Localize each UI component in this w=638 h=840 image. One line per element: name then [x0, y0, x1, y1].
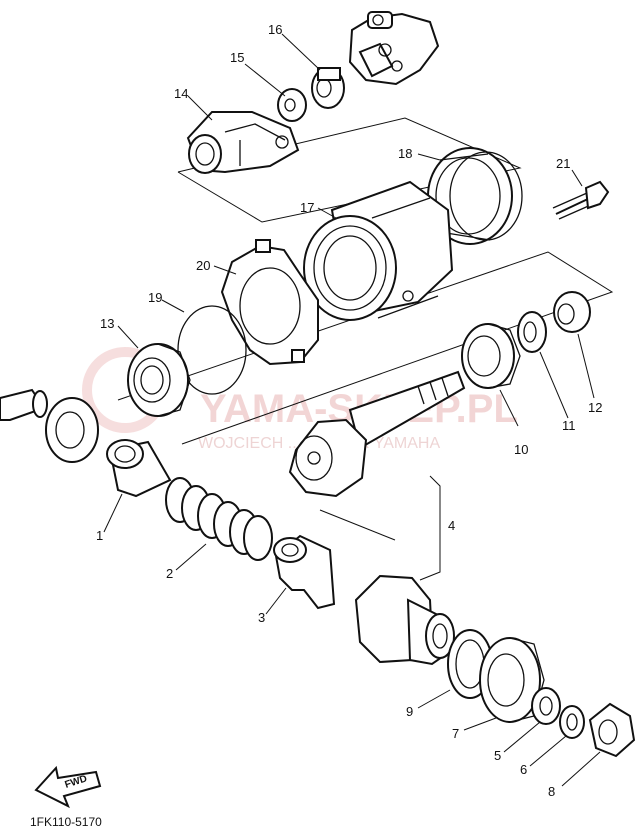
- collar-1: [106, 439, 172, 498]
- o-ring-19: [177, 305, 247, 395]
- label-part-12: 12: [588, 400, 602, 415]
- washer-11: [517, 311, 547, 353]
- label-part-1: 1: [96, 528, 103, 543]
- shaft-fragment: [0, 388, 48, 421]
- plate-20: [220, 239, 319, 366]
- part-number-labels: 1 2 3 4 5 6 7 8 9 10 11 12 13 14 15 16 1…: [96, 22, 602, 799]
- label-part-9: 9: [406, 704, 413, 719]
- bearing-housing-17: [303, 180, 454, 321]
- label-part-16: 16: [268, 22, 282, 37]
- bearing-7: [479, 637, 545, 723]
- flange-nut-16: [311, 67, 345, 109]
- bearing-13: [127, 343, 191, 417]
- lock-washer-6: [559, 705, 585, 739]
- label-part-13: 13: [100, 316, 114, 331]
- spring-2: [165, 477, 273, 561]
- label-part-5: 5: [494, 748, 501, 763]
- drive-gear: [354, 574, 460, 666]
- nut-8: [588, 702, 636, 758]
- oil-seal: [45, 397, 99, 463]
- group-outline-gear: [319, 509, 396, 541]
- washer-15: [277, 88, 307, 122]
- label-part-6: 6: [520, 762, 527, 777]
- yoke-14: [186, 111, 300, 174]
- label-part-10: 10: [514, 442, 528, 457]
- drawing-code: 1FK110-5170: [30, 815, 102, 829]
- label-part-15: 15: [230, 50, 244, 65]
- leader-lines: [103, 33, 601, 787]
- label-part-19: 19: [148, 290, 162, 305]
- label-part-4: 4: [448, 518, 455, 533]
- bearing-10: [461, 323, 521, 389]
- label-part-18: 18: [398, 146, 412, 161]
- fwd-arrow-icon: FWD: [34, 765, 102, 809]
- label-part-11: 11: [562, 418, 576, 433]
- label-part-21: 21: [556, 156, 570, 171]
- label-part-3: 3: [258, 610, 265, 625]
- universal-joint: [348, 11, 440, 86]
- label-part-14: 14: [174, 86, 188, 101]
- cam-3: [273, 534, 336, 610]
- label-part-17: 17: [300, 200, 314, 215]
- bolt-21: [552, 180, 610, 220]
- nut-12: [553, 291, 591, 333]
- label-part-2: 2: [166, 566, 173, 581]
- bracket-4: [419, 475, 441, 581]
- label-part-7: 7: [452, 726, 459, 741]
- label-part-20: 20: [196, 258, 210, 273]
- group-outline-top: [177, 117, 522, 223]
- pinion-gear-shaft: [288, 370, 466, 498]
- group-outline-middle: [117, 251, 614, 445]
- label-part-8: 8: [548, 784, 555, 799]
- washer-5: [531, 687, 561, 725]
